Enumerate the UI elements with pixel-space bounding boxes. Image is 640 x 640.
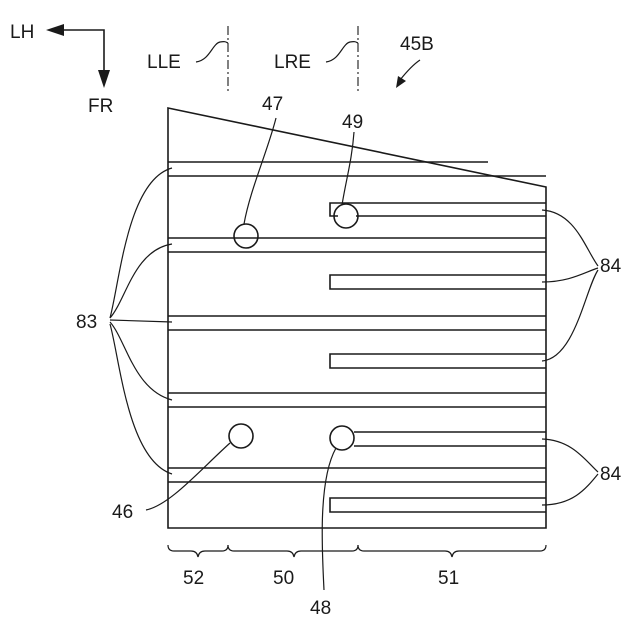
label-48: 48: [310, 598, 331, 619]
leaders-84-lower: [542, 439, 598, 505]
hole-46: [229, 424, 253, 448]
leader-49: [342, 132, 354, 205]
reference-lines: LLE LRE: [147, 26, 358, 92]
direction-indicator: LH FR: [10, 22, 113, 117]
assembly-leader: [400, 60, 420, 80]
label-lh: LH: [10, 22, 34, 43]
label-45b: 45B: [400, 34, 434, 55]
label-46: 46: [112, 502, 133, 523]
arrow-left-icon: [46, 24, 64, 36]
hole-48: [330, 426, 354, 450]
plate-outline: [168, 108, 546, 528]
label-52: 52: [183, 568, 204, 589]
label-50: 50: [273, 568, 294, 589]
leaders-83: [110, 168, 172, 474]
label-84-upper: 84: [600, 256, 622, 277]
leader-46: [146, 443, 230, 510]
label-lre: LRE: [274, 52, 311, 73]
label-49: 49: [342, 112, 363, 133]
hole-47: [234, 224, 258, 248]
lle-leader: [196, 42, 228, 62]
leaders-84-upper: [542, 210, 598, 361]
arrow-down-icon: [98, 70, 110, 88]
zone-braces: [168, 545, 546, 557]
label-51: 51: [438, 568, 459, 589]
leader-48: [322, 448, 336, 590]
assembly-arrow-icon: [396, 76, 406, 88]
label-47: 47: [262, 94, 283, 115]
label-lle: LLE: [147, 52, 181, 73]
label-84-lower: 84: [600, 464, 622, 485]
label-83: 83: [76, 312, 97, 333]
slots-84: [330, 203, 546, 512]
assembly-reference: 45B: [396, 34, 434, 88]
leader-47: [244, 118, 276, 224]
lre-leader: [326, 42, 358, 62]
label-fr: FR: [88, 96, 113, 117]
